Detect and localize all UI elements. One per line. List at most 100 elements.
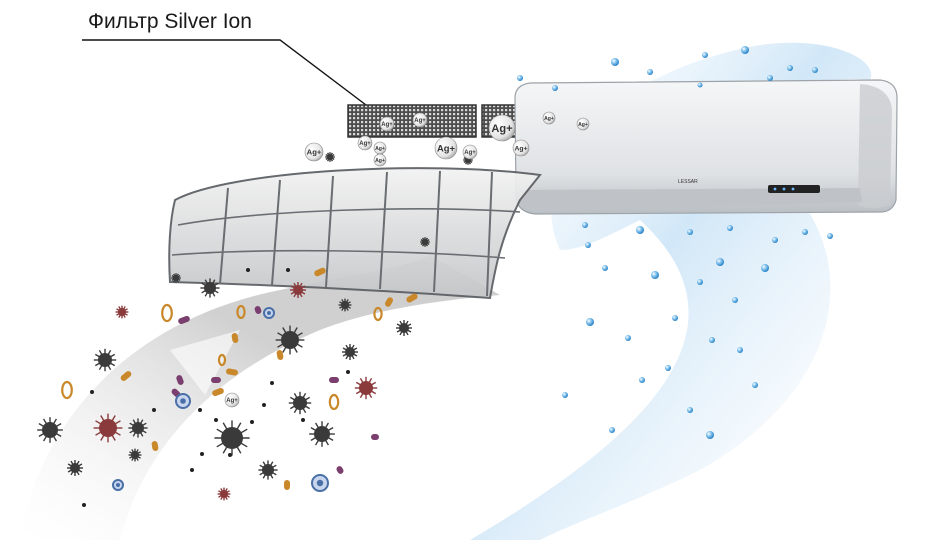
bacteria-icon xyxy=(373,306,383,322)
air-conditioner-icon: LESSAR xyxy=(514,79,898,215)
dust-particle-icon xyxy=(286,268,290,272)
water-droplet-icon xyxy=(716,258,724,266)
water-droplet-icon xyxy=(636,226,644,234)
dust-particle-icon xyxy=(190,468,194,472)
virus-icon xyxy=(338,298,352,312)
dirty-air-flow xyxy=(20,255,500,540)
silver-ion-icon: Ag+ xyxy=(357,135,373,151)
spore-icon xyxy=(112,479,124,491)
water-droplet-icon xyxy=(727,225,733,231)
virus-icon xyxy=(217,487,231,501)
water-droplet-icon xyxy=(706,431,714,439)
water-droplet-icon xyxy=(827,233,833,239)
virus-icon xyxy=(354,376,378,400)
silver-ion-icon: Ag+ xyxy=(379,116,395,132)
clean-air-droplets xyxy=(517,46,833,439)
ion-label: Ag+ xyxy=(359,141,371,147)
spore-icon xyxy=(311,474,329,492)
ion-label: Ag+ xyxy=(491,123,512,135)
water-droplet-icon xyxy=(697,279,703,285)
dust-particle-icon xyxy=(250,420,254,424)
bacteria-icon xyxy=(329,377,339,383)
ion-label: Ag+ xyxy=(414,118,426,124)
virus-icon xyxy=(309,421,335,447)
silver-ion-icon: Ag+ xyxy=(224,392,240,408)
bacteria-icon xyxy=(284,480,290,490)
water-droplet-icon xyxy=(517,75,523,81)
bacteria-icon xyxy=(217,353,227,367)
water-droplet-icon xyxy=(586,318,594,326)
dust-particle-icon xyxy=(90,390,94,394)
virus-icon xyxy=(396,320,412,336)
water-droplet-icon xyxy=(562,392,568,398)
virus-icon xyxy=(288,391,312,415)
water-droplet-icon xyxy=(761,264,769,272)
ion-label: Ag+ xyxy=(578,122,588,128)
dust-particle-icon xyxy=(200,452,204,456)
virus-icon xyxy=(128,448,142,462)
water-droplet-icon xyxy=(812,67,818,73)
virus-icon xyxy=(275,325,305,355)
water-droplet-icon xyxy=(687,407,693,413)
water-droplet-icon xyxy=(772,237,778,243)
bacteria-icon xyxy=(276,350,284,360)
dust-particle-icon xyxy=(246,268,250,272)
silver-ion-icon: Ag+ xyxy=(373,153,387,167)
water-droplet-icon xyxy=(665,365,671,371)
dust-particle-icon xyxy=(346,370,350,374)
virus-icon xyxy=(258,460,278,480)
spore-icon xyxy=(175,393,191,409)
water-droplet-icon xyxy=(552,85,558,91)
dust-particle-icon xyxy=(214,418,218,422)
virus-icon xyxy=(200,278,220,298)
clean-air-arrow xyxy=(540,280,610,370)
bacteria-icon xyxy=(314,267,326,277)
dust-particle-icon xyxy=(270,381,274,385)
bacteria-icon xyxy=(336,466,344,474)
brand-label: LESSAR xyxy=(678,179,698,185)
water-droplet-icon xyxy=(737,347,743,353)
bacteria-icon xyxy=(328,393,340,411)
virus-icon xyxy=(37,417,63,443)
water-droplet-icon xyxy=(732,297,738,303)
silver-ion-icon: Ag+ xyxy=(412,112,428,128)
bacteria-icon xyxy=(151,441,159,451)
water-droplet-icon xyxy=(611,58,619,66)
air-intake-louver-icon xyxy=(168,167,542,300)
bacteria-icon xyxy=(406,293,418,303)
silver-ion-icon: Ag+ xyxy=(576,117,590,131)
bacteria-icon xyxy=(161,303,173,323)
virus-icon xyxy=(115,305,129,319)
bacteria-icon xyxy=(176,375,184,385)
silver-ion-icon: Ag+ xyxy=(373,141,387,155)
water-droplet-icon xyxy=(741,46,749,54)
silver-ions: Ag+Ag+Ag+Ag+Ag+Ag+Ag+Ag+Ag+Ag+Ag+Ag+Ag+ xyxy=(224,111,590,408)
silver-ion-icon: Ag+ xyxy=(512,139,530,157)
water-droplet-icon xyxy=(802,229,808,235)
filter-title: Фильтр Silver Ion xyxy=(88,10,252,33)
water-droplet-icon xyxy=(672,315,678,321)
ion-label: Ag+ xyxy=(381,122,393,128)
water-droplet-icon xyxy=(702,52,708,58)
water-droplet-icon xyxy=(625,335,631,341)
ion-label: Ag+ xyxy=(544,116,554,122)
virus-icon xyxy=(420,237,430,247)
virus-icon xyxy=(67,460,83,476)
virus-icon xyxy=(93,413,123,443)
virus-icon xyxy=(93,348,117,372)
ion-label: Ag+ xyxy=(226,398,238,404)
callout-line xyxy=(82,39,371,109)
water-droplet-icon xyxy=(582,222,588,228)
dust-particle-icon xyxy=(82,503,86,507)
virus-icon xyxy=(214,420,250,456)
ion-label: Ag+ xyxy=(437,143,455,153)
ion-label: Ag+ xyxy=(464,150,476,156)
virus-icon xyxy=(463,155,473,165)
bacteria-icon xyxy=(61,380,73,400)
water-droplet-icon xyxy=(651,271,659,279)
water-droplet-icon xyxy=(647,69,653,75)
silver-ion-icon: Ag+ xyxy=(434,136,458,160)
bacteria-icon xyxy=(385,297,393,307)
bacteria-icon xyxy=(120,371,132,381)
